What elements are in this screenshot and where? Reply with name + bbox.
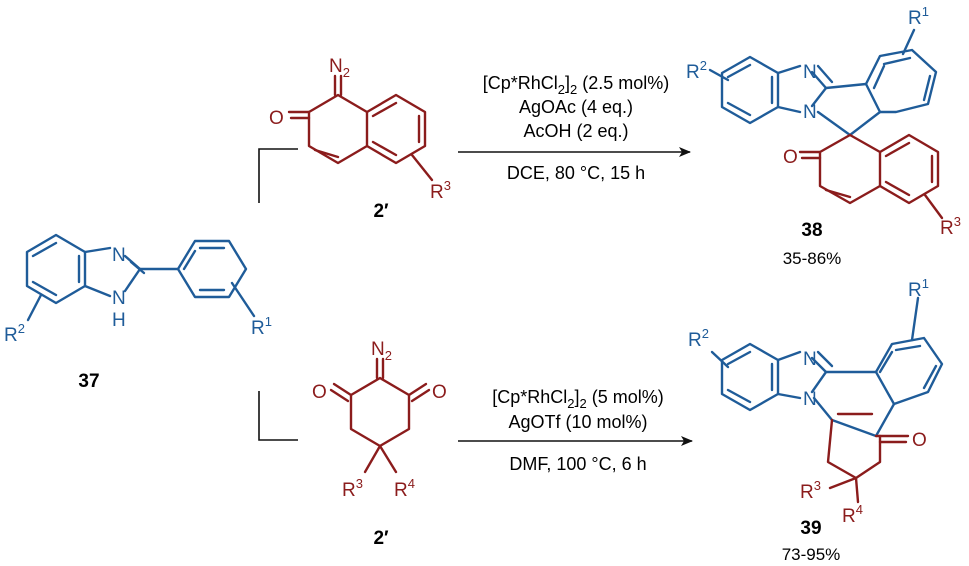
top-reagent-structure: [287, 74, 434, 182]
bottom-reagent-compound-label: 2′: [373, 528, 389, 549]
reactant-nh-atom: N: [112, 288, 126, 309]
bottom-product-r2-label: R2: [688, 326, 709, 351]
top-product-benzo-red-inner: [884, 141, 934, 197]
top-product-enone-ring: [818, 133, 882, 205]
top-product-benzo-inner: [726, 63, 774, 117]
bottom-product-central-ring: [812, 370, 896, 438]
bottom-product-o-atom: O: [912, 430, 927, 451]
top-product-r3-bond: [923, 193, 944, 220]
top-product-aryl-ring: [864, 48, 938, 114]
bottom-reagent-structure: [329, 357, 431, 474]
bottom-branch-bracket: [258, 391, 298, 441]
reactant-phenyl-inner-bonds: [182, 246, 226, 292]
bottom-product-benzo-inner: [726, 350, 774, 404]
bottom-reagent-left-carbonyl: [329, 382, 353, 403]
reactant-r2-label: R2: [4, 321, 25, 346]
top-reagent-compound-label: 2′: [373, 201, 389, 222]
bottom-product-r3-bond: [828, 476, 858, 490]
top-product-benzo-ring: [720, 55, 780, 125]
bottom-product-r2-bond: [710, 350, 730, 369]
bottom-product-r1-bond: [910, 296, 920, 342]
top-reagent-r3-label: R3: [430, 178, 451, 203]
bottom-reagent-o-right-atom: O: [432, 382, 447, 403]
top-reagent-left-inner: [313, 148, 340, 159]
bottom-product-r3-label: R3: [800, 478, 821, 503]
top-product-yield: 35-86%: [783, 249, 842, 268]
bottom-reagent-ring: [349, 376, 411, 448]
bottom-product-structure: [710, 296, 944, 504]
reactant-37-structure: [25, 233, 256, 322]
top-product-r1-bond: [901, 28, 916, 56]
bottom-product-carbonyl: [878, 434, 910, 444]
bottom-reagent-r4-bond: [378, 444, 398, 474]
bottom-product-r4-label: R4: [842, 502, 863, 527]
top-reagent-right-inner: [371, 101, 421, 157]
bottom-product-r4-bond: [854, 476, 860, 504]
top-reagent-o-atom: O: [269, 108, 284, 129]
bottom-reagent-diazo-label: N2: [371, 339, 392, 363]
top-product-compound-label: 38: [801, 220, 822, 241]
reactant-imidazole-double: [129, 260, 146, 275]
bottom-reagent-r4-label: R4: [394, 476, 415, 501]
top-product-r2-bond: [708, 68, 730, 82]
top-reagent-diazo-label: N2: [329, 56, 350, 80]
top-product-r1-label: R1: [908, 4, 929, 29]
bottom-product-compound-label: 39: [800, 518, 821, 539]
top-reagent-r3-bond: [410, 153, 434, 182]
bottom-product-benzo-ring: [720, 342, 780, 412]
top-product-o-atom: O: [783, 147, 798, 168]
top-product-aryl-inner: [872, 56, 932, 102]
top-product-carbonyl: [798, 150, 822, 160]
top-product-imidazole: [776, 64, 828, 114]
top-reagent-diazo: [333, 74, 343, 97]
top-branch-bracket: [258, 148, 298, 203]
top-conditions-catalyst: [Cp*RhCl2]2 (2.5 mol%): [483, 73, 670, 97]
top-product-imidazole-double: [816, 64, 834, 84]
reactant-compound-label: 37: [78, 371, 99, 392]
reactant-r1-label: R1: [251, 314, 272, 339]
top-product-five-ring: [816, 82, 882, 137]
bottom-reagent-right-carbonyl: [407, 382, 431, 403]
bottom-reagent-o-left-atom: O: [312, 382, 327, 403]
reactant-benzo-ring: [25, 233, 87, 305]
top-conditions-solvent-temp: DCE, 80 °C, 15 h: [507, 163, 645, 183]
bottom-conditions-solvent-temp: DMF, 100 °C, 6 h: [509, 454, 646, 474]
bottom-product-imidazole: [776, 350, 828, 400]
top-reagent-right-ring: [365, 93, 427, 165]
bottom-product-n-atom: N: [803, 349, 817, 370]
reactant-r1-bond: [230, 281, 256, 318]
bottom-product-aryl-ring: [874, 336, 944, 406]
bottom-conditions-additive: AgOTf (10 mol%): [508, 412, 647, 432]
reactant-n-atom: N: [112, 245, 126, 266]
top-product-n-atom: N: [803, 62, 817, 83]
top-conditions-additive: AcOH (2 eq.): [523, 121, 628, 141]
bottom-product-imidazole-double: [816, 350, 834, 368]
top-product-r3-label: R3: [940, 214, 961, 239]
top-product-benzo-red-ring: [878, 133, 940, 205]
bottom-reagent-r3-label: R3: [342, 476, 363, 501]
reactant-h-atom: H: [112, 310, 126, 331]
bottom-product-aryl-inner: [878, 344, 938, 390]
bottom-product-yield: 73-95%: [782, 545, 841, 564]
top-product-r2-label: R2: [686, 58, 707, 83]
reactant-phenyl-ring: [176, 239, 248, 299]
top-product-enone-inner: [824, 188, 852, 199]
reactant-benzo-inner-bonds: [31, 241, 81, 297]
top-conditions-oxidant: AgOAc (4 eq.): [519, 97, 633, 117]
bottom-conditions-catalyst: [Cp*RhCl2]2 (5 mol%): [492, 387, 664, 411]
bottom-reagent-r3-bond: [363, 444, 382, 474]
top-product-n-ring-atom: N: [803, 102, 817, 123]
bottom-reagent-diazo: [375, 357, 385, 380]
reactant-r2-bond: [26, 293, 43, 322]
bottom-product-n-ring-atom: N: [803, 389, 817, 410]
bottom-product-r1-label: R1: [908, 276, 929, 301]
top-product-structure: [708, 28, 944, 220]
top-reagent-left-ring: [307, 93, 369, 165]
top-reagent-carbonyl: [287, 110, 311, 120]
